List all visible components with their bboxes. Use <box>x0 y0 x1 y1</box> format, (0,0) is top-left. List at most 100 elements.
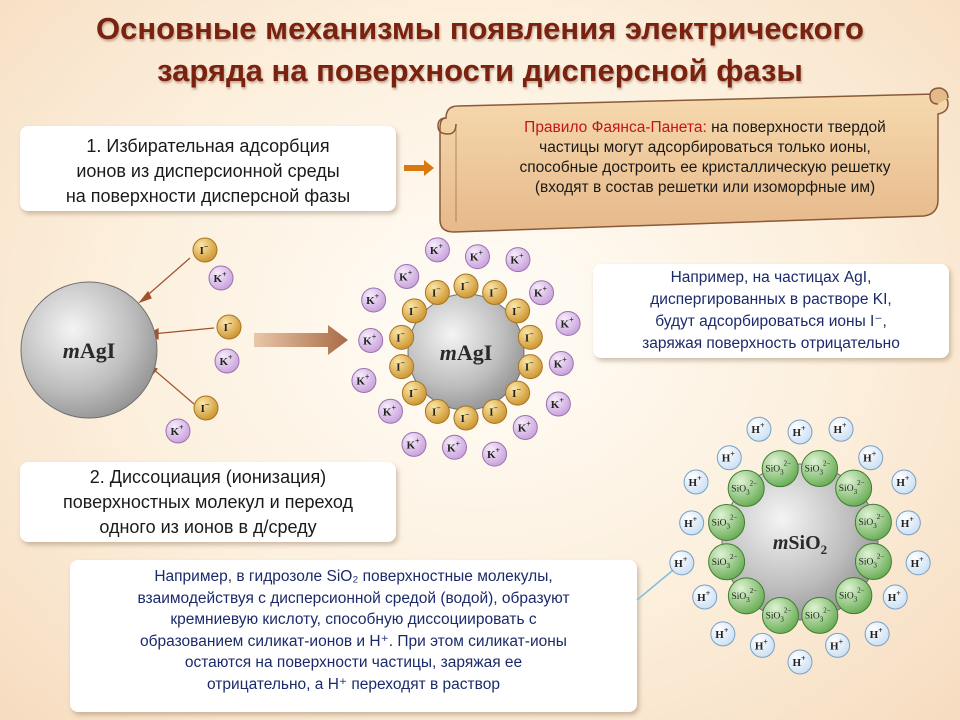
example-2-box: Например, в гидрозоле SiO₂ поверхностные… <box>70 560 637 712</box>
proton-ion: H+ <box>746 416 772 442</box>
svg-text:SiO32−: SiO32− <box>731 587 757 604</box>
mechanism-2-line-1: 2. Диссоциация (ионизация) <box>89 467 327 487</box>
iodide-ion: I− <box>192 237 218 263</box>
title-line-2: заряда на поверхности дисперсной фазы <box>157 53 803 88</box>
silicate-ion: SiO32− <box>727 577 765 615</box>
silicate-ion: SiO32− <box>761 596 799 634</box>
iodide-ion: I− <box>517 324 543 350</box>
agi-formula: AgI <box>80 338 115 363</box>
potassium-ion: K+ <box>165 418 191 444</box>
svg-text:H+: H+ <box>833 421 847 436</box>
svg-text:I−: I− <box>409 303 418 318</box>
svg-text:H+: H+ <box>697 589 711 604</box>
potassium-ion: K+ <box>401 431 427 457</box>
svg-text:H+: H+ <box>722 450 736 465</box>
example-2-line-1: Например, в гидрозоле SiO₂ поверхностные… <box>154 568 553 585</box>
svg-text:I−: I− <box>432 403 441 418</box>
proton-ion: H+ <box>895 510 921 536</box>
iodide-ion: I− <box>424 398 450 424</box>
ions-layer: I−K+I−K+I−K+I−I−I−I−I−I−I−I−I−I−I−I−I−I−… <box>165 237 931 675</box>
svg-text:H+: H+ <box>901 515 915 530</box>
thin-arrow <box>151 367 195 405</box>
svg-text:SiO32−: SiO32− <box>859 553 885 570</box>
proton-ion: H+ <box>683 469 709 495</box>
svg-text:H+: H+ <box>674 555 688 570</box>
svg-text:K+: K+ <box>383 403 397 418</box>
example-1-box: Например, на частицах AgI, диспергирован… <box>593 264 949 358</box>
proton-ion: H+ <box>710 621 736 647</box>
svg-text:I−: I− <box>489 403 498 418</box>
example-1-line-1: Например, на частицах AgI, <box>670 269 872 286</box>
svg-text:K+: K+ <box>551 396 565 411</box>
svg-text:H+: H+ <box>755 637 769 652</box>
potassium-ion: K+ <box>358 328 384 354</box>
proton-ion: H+ <box>891 469 917 495</box>
right-arrow-icon <box>404 160 434 176</box>
silicate-ion: SiO32− <box>854 503 892 541</box>
silicate-ion: SiO32− <box>801 596 839 634</box>
svg-text:H+: H+ <box>751 421 765 436</box>
iodide-ion: I− <box>482 398 508 424</box>
mechanism-1-line-2: ионов из дисперсионной среды <box>76 161 340 181</box>
svg-text:I−: I− <box>409 385 418 400</box>
svg-text:mAgI: mAgI <box>63 338 116 363</box>
svg-text:I−: I− <box>201 400 210 415</box>
svg-text:H+: H+ <box>863 450 877 465</box>
sio2-subscript: 2 <box>821 542 828 557</box>
silicate-ion: SiO32− <box>835 577 873 615</box>
svg-text:SiO32−: SiO32− <box>766 606 792 623</box>
potassium-ion: K+ <box>545 391 571 417</box>
silicate-ion: SiO32− <box>761 450 799 488</box>
svg-text:mSiO2: mSiO2 <box>773 532 827 557</box>
proton-ion: H+ <box>749 632 775 658</box>
mechanism-1-line-3: на поверхности дисперсной фазы <box>65 186 351 206</box>
potassium-ion: K+ <box>482 441 508 467</box>
proton-ion: H+ <box>787 419 813 445</box>
svg-text:K+: K+ <box>406 436 420 451</box>
potassium-ion: K+ <box>548 350 574 376</box>
rule-line-2: частицы могут адсорбироваться только ион… <box>539 139 871 156</box>
svg-text:K+: K+ <box>363 333 377 348</box>
example-1-line-3: будут адсорбироваться ионы I⁻, <box>655 313 887 330</box>
svg-text:I−: I− <box>396 359 405 374</box>
iodide-ion: I− <box>401 298 427 324</box>
svg-text:K+: K+ <box>510 252 524 267</box>
mechanism-2-line-2: поверхностных молекул и переход <box>62 492 354 512</box>
proton-ion: H+ <box>828 416 854 442</box>
iodide-ion: I− <box>193 395 219 421</box>
svg-text:SiO32−: SiO32− <box>731 479 757 496</box>
potassium-ion: K+ <box>442 434 468 460</box>
proton-ion: H+ <box>716 445 742 471</box>
svg-text:K+: K+ <box>219 353 233 368</box>
potassium-ion: K+ <box>351 368 377 394</box>
svg-text:H+: H+ <box>830 637 844 652</box>
silicate-ion: SiO32− <box>801 450 839 488</box>
svg-text:I−: I− <box>461 278 470 293</box>
thin-arrow <box>141 257 191 301</box>
svg-text:H+: H+ <box>870 626 884 641</box>
proton-ion: H+ <box>825 632 851 658</box>
example-1-line-2: диспергированных в растворе KI, <box>650 291 892 308</box>
silicate-ion: SiO32− <box>708 543 746 581</box>
svg-text:K+: K+ <box>430 242 444 257</box>
proton-ion: H+ <box>679 510 705 536</box>
iodide-ion: I− <box>216 314 242 340</box>
potassium-ion: K+ <box>208 265 234 291</box>
svg-text:I−: I− <box>489 285 498 300</box>
potassium-ion: K+ <box>377 398 403 424</box>
example-2-line-5: остаются на поверхности частицы, заряжая… <box>184 654 523 671</box>
rule-line-4: (входят в состав решетки или изоморфные … <box>534 179 876 196</box>
example-2-line-2: взаимодействуя с дисперсионной средой (в… <box>137 589 570 607</box>
potassium-ion: K+ <box>505 247 531 273</box>
proton-ion: H+ <box>864 621 890 647</box>
svg-text:I−: I− <box>512 385 521 400</box>
silicate-ion: SiO32− <box>727 469 765 507</box>
svg-text:I−: I− <box>432 285 441 300</box>
svg-text:I−: I− <box>396 329 405 344</box>
proton-ion: H+ <box>882 584 908 610</box>
svg-text:K+: K+ <box>447 439 461 454</box>
rule-line-3: способные достроить ее кристаллическую р… <box>519 159 891 176</box>
svg-text:H+: H+ <box>684 515 698 530</box>
thin-arrow <box>151 327 215 335</box>
